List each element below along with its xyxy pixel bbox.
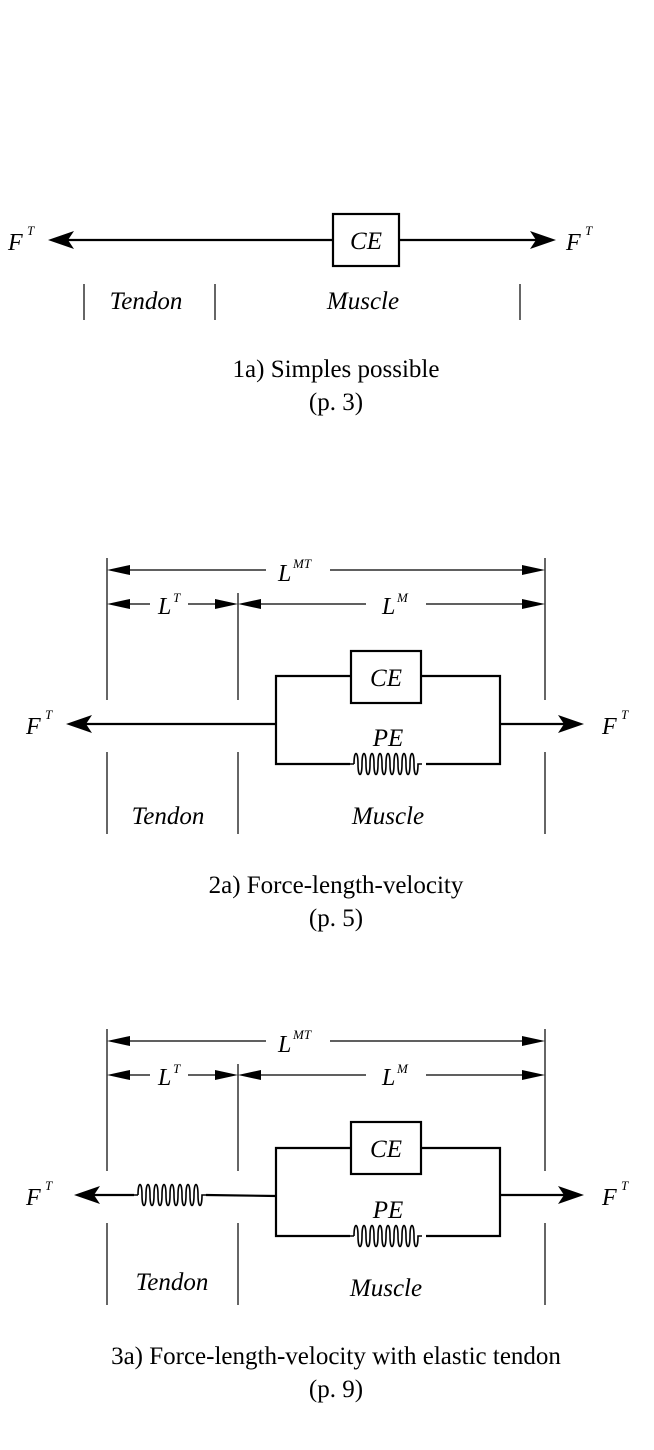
force-left-superscript: T	[45, 1178, 53, 1193]
diagram-1: F T CE F T Tendon Muscle 1a) Simples pos…	[7, 212, 593, 416]
diagram-caption: 2a) Force-length-velocity	[209, 872, 464, 899]
left-arrowhead	[74, 1186, 100, 1204]
ce-branch-right	[421, 1146, 502, 1238]
diagram-3: L MT L T L M F T F T CE PE Tendon	[25, 1027, 629, 1403]
pe-label: PE	[372, 1197, 404, 1224]
muscle-label: Muscle	[349, 1275, 422, 1302]
lt-arrow-right	[215, 599, 238, 609]
left-arrowhead	[48, 231, 74, 249]
lm-arrow-left	[238, 599, 261, 609]
diagram-caption: 3a) Force-length-velocity with elastic t…	[111, 1343, 561, 1370]
pe-branch-left	[274, 724, 350, 766]
force-left-superscript: T	[27, 223, 35, 238]
lmt-superscript: MT	[292, 1027, 312, 1042]
ce-label: CE	[350, 228, 382, 255]
lt-arrow-right	[215, 1070, 238, 1080]
force-right-symbol: F	[565, 230, 581, 256]
lt-arrow-left	[107, 599, 130, 609]
tendon-line-right	[205, 1193, 277, 1198]
right-arrowhead	[558, 1186, 584, 1204]
tendon-label: Tendon	[132, 803, 205, 830]
lt-symbol: L	[157, 594, 171, 620]
lmt-superscript: MT	[292, 556, 312, 571]
diagram-page: (p. 5)	[309, 905, 363, 932]
lm-symbol: L	[381, 594, 395, 620]
diagram-page: (p. 9)	[309, 1376, 363, 1403]
pe-spring	[349, 1224, 423, 1248]
diagram-caption: 1a) Simples possible	[233, 356, 440, 383]
right-arrowhead	[558, 715, 584, 733]
pe-label: PE	[372, 725, 404, 752]
lm-arrow-left	[238, 1070, 261, 1080]
ce-box	[349, 649, 423, 705]
tendon-label: Tendon	[110, 288, 183, 315]
lm-superscript: M	[396, 1061, 409, 1076]
force-left-symbol: F	[25, 714, 41, 740]
muscle-label: Muscle	[326, 288, 399, 315]
force-right-superscript: T	[621, 1178, 629, 1193]
force-left-symbol: F	[7, 230, 23, 256]
lmt-arrow-right	[522, 565, 545, 575]
right-arrowhead	[530, 231, 556, 249]
lt-superscript: T	[173, 590, 181, 605]
force-left-superscript: T	[45, 707, 53, 722]
lt-superscript: T	[173, 1061, 181, 1076]
tendon-label: Tendon	[136, 1269, 209, 1296]
lt-arrow-left	[107, 1070, 130, 1080]
lm-arrow-right	[522, 599, 545, 609]
lmt-arrow-right	[522, 1036, 545, 1046]
diagram-page: (p. 3)	[309, 389, 363, 416]
lt-symbol: L	[157, 1065, 171, 1091]
ce-label: CE	[370, 665, 402, 692]
force-right-superscript: T	[585, 223, 593, 238]
lmt-symbol: L	[277, 561, 291, 587]
ce-branch-left	[274, 1146, 351, 1196]
ce-box	[349, 1120, 423, 1176]
lmt-symbol: L	[277, 1032, 291, 1058]
tendon-spring	[133, 1183, 207, 1207]
ce-branch-left	[274, 674, 351, 724]
lm-arrow-right	[522, 1070, 545, 1080]
ce-label: CE	[370, 1136, 402, 1163]
lm-symbol: L	[381, 1065, 395, 1091]
force-left-symbol: F	[25, 1185, 41, 1211]
force-right-superscript: T	[621, 707, 629, 722]
diagram-2: L MT L T L M F T F T CE PE Tendo	[25, 556, 629, 932]
muscle-label: Muscle	[351, 803, 424, 830]
lmt-arrow-left	[107, 565, 130, 575]
force-right-symbol: F	[601, 714, 617, 740]
pe-branch-left	[274, 1196, 350, 1238]
pe-spring	[349, 752, 423, 776]
lmt-arrow-left	[107, 1036, 130, 1046]
ce-branch-right	[421, 674, 502, 766]
left-arrowhead	[66, 715, 92, 733]
lm-superscript: M	[396, 590, 409, 605]
force-right-symbol: F	[601, 1185, 617, 1211]
